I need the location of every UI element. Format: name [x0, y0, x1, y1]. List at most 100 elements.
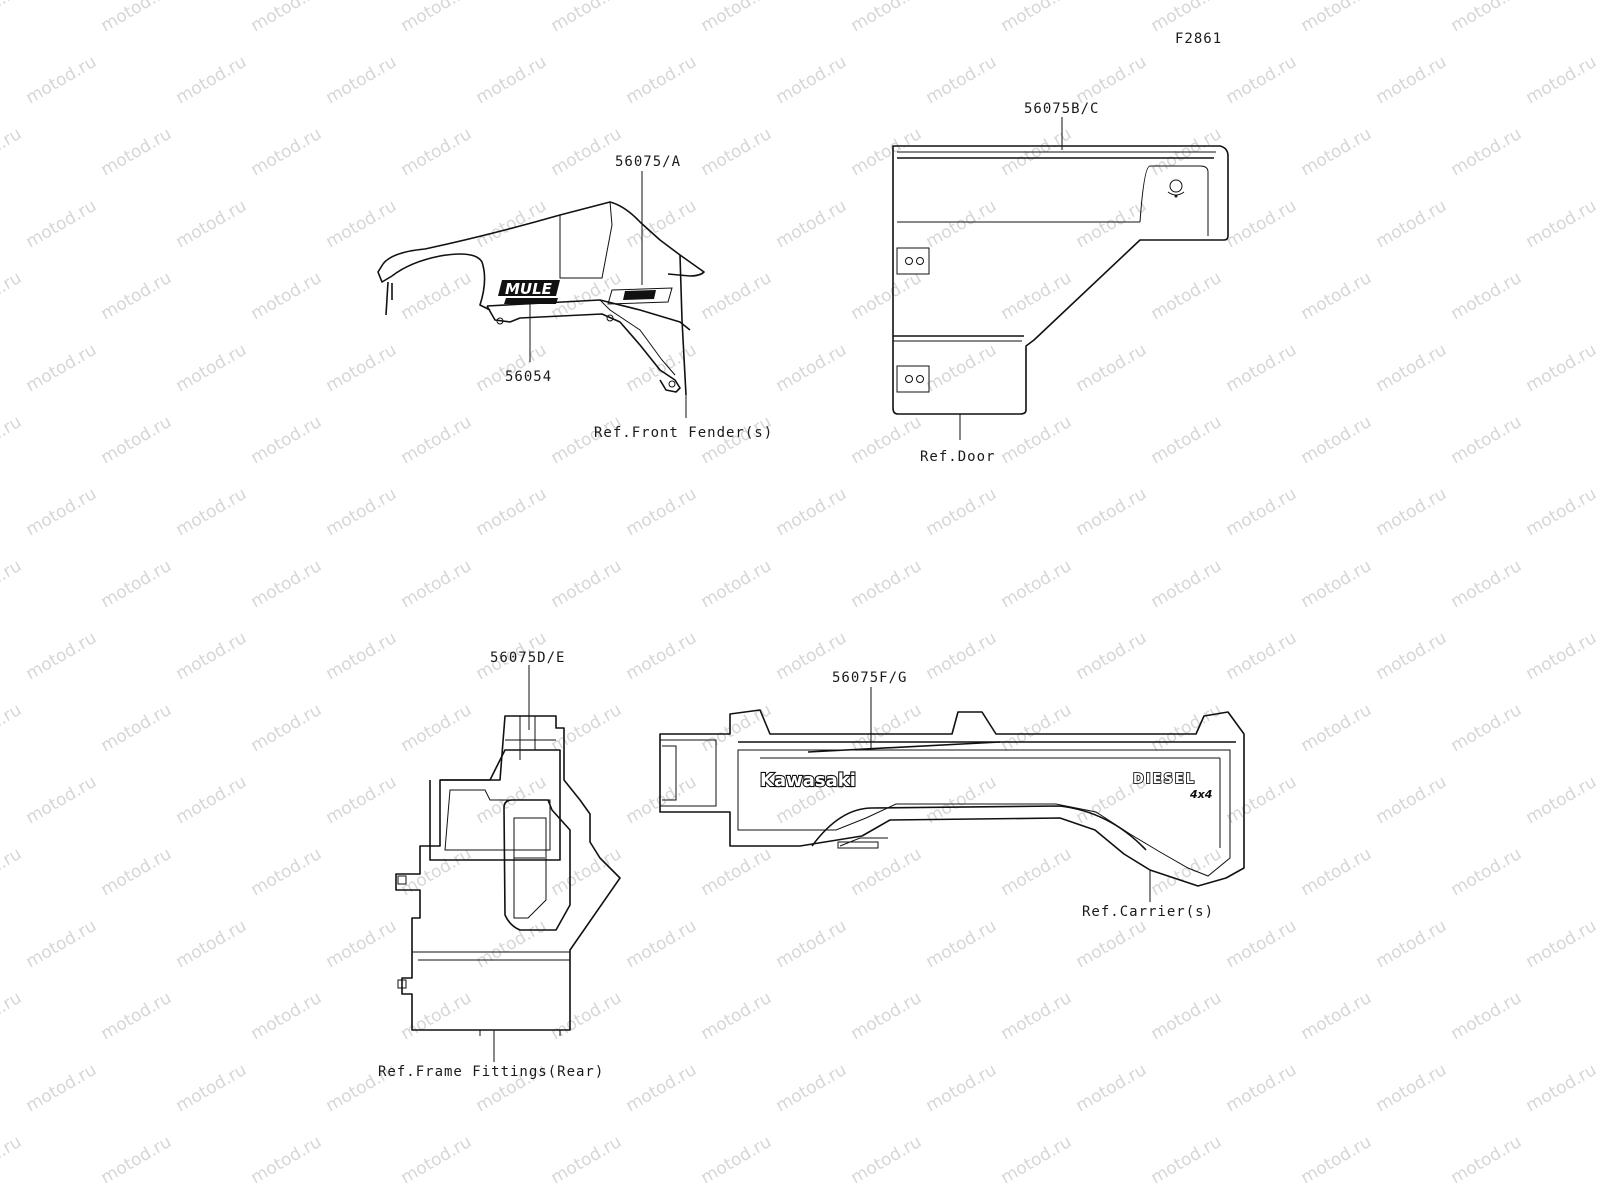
- mule-emblem: MULE: [498, 280, 560, 304]
- watermark-text: motod.ru: [173, 484, 251, 540]
- watermark-text: motod.ru: [173, 52, 251, 108]
- watermark-text: motod.ru: [473, 52, 551, 108]
- watermark-text: motod.ru: [1373, 484, 1451, 540]
- watermark-text: motod.ru: [0, 124, 25, 180]
- watermark-text: motod.ru: [1073, 1060, 1151, 1116]
- watermark-text: motod.ru: [248, 1132, 326, 1188]
- watermark-text: motod.ru: [1073, 916, 1151, 972]
- watermark-text: motod.ru: [1298, 556, 1376, 612]
- watermark-text: motod.ru: [998, 556, 1076, 612]
- watermark-text: motod.ru: [173, 772, 251, 828]
- watermark-text: motod.ru: [848, 1132, 926, 1188]
- watermark-text: motod.ru: [1298, 700, 1376, 756]
- watermark-text: motod.ru: [323, 484, 401, 540]
- watermark-text: motod.ru: [1373, 916, 1451, 972]
- watermark-text: motod.ru: [173, 1060, 251, 1116]
- watermark-text: motod.ru: [23, 52, 101, 108]
- four-by-four-emblem-text: 4x4: [1189, 788, 1212, 801]
- watermark-text: motod.ru: [1148, 556, 1226, 612]
- part-label-front-fender-decal[interactable]: 56075/A: [615, 154, 682, 170]
- ref-label-front-fender: Ref.Front Fender(s): [594, 425, 774, 441]
- front-fender-badge: [607, 287, 673, 305]
- watermark-text: motod.ru: [623, 772, 701, 828]
- watermark-text: motod.ru: [698, 1132, 776, 1188]
- watermark-text: motod.ru: [1598, 0, 1600, 36]
- watermark-text: motod.ru: [398, 1132, 476, 1188]
- watermark-text: motod.ru: [1523, 628, 1600, 684]
- watermark-text: motod.ru: [998, 844, 1076, 900]
- part-label-door-decal[interactable]: 56075B/C: [1024, 101, 1100, 117]
- watermark-text: motod.ru: [1523, 772, 1600, 828]
- watermark-text: motod.ru: [923, 628, 1001, 684]
- watermark-text: motod.ru: [248, 700, 326, 756]
- carrier-drawing: Kawasaki DIESEL 4x4: [659, 687, 1245, 902]
- watermark-text: motod.ru: [98, 412, 176, 468]
- watermark-text: motod.ru: [698, 700, 776, 756]
- watermark-text: motod.ru: [248, 988, 326, 1044]
- watermark-text: motod.ru: [1148, 988, 1226, 1044]
- watermark-text: motod.ru: [548, 556, 626, 612]
- watermark-text: motod.ru: [23, 772, 101, 828]
- watermark-text: motod.ru: [1148, 700, 1226, 756]
- watermark-text: motod.ru: [548, 124, 626, 180]
- watermark-text: motod.ru: [98, 556, 176, 612]
- watermark-text: motod.ru: [98, 1132, 176, 1188]
- watermark-text: motod.ru: [1073, 628, 1151, 684]
- watermark-text: motod.ru: [98, 268, 176, 324]
- watermark-text: motod.ru: [323, 628, 401, 684]
- watermark-text: motod.ru: [1373, 628, 1451, 684]
- watermark-text: motod.ru: [623, 340, 701, 396]
- part-label-mule-emblem[interactable]: 56054: [505, 369, 553, 385]
- watermark-text: motod.ru: [773, 340, 851, 396]
- watermark-text: motod.ru: [23, 196, 101, 252]
- watermark-text: motod.ru: [1223, 52, 1301, 108]
- watermark-text: motod.ru: [998, 412, 1076, 468]
- watermark-text: motod.ru: [1148, 268, 1226, 324]
- watermark-text: motod.ru: [923, 196, 1001, 252]
- watermark-text: motod.ru: [1073, 484, 1151, 540]
- frame-fittings-drawing: [395, 665, 621, 1062]
- watermark-text: motod.ru: [848, 988, 926, 1044]
- watermark-text: motod.ru: [1448, 412, 1526, 468]
- watermark-text: motod.ru: [1148, 412, 1226, 468]
- watermark-text: motod.ru: [773, 916, 851, 972]
- watermark-text: motod.ru: [323, 196, 401, 252]
- part-label-frame-fittings-decal[interactable]: 56075D/E: [490, 650, 566, 666]
- watermark-text: motod.ru: [1148, 1132, 1226, 1188]
- watermark-text: motod.ru: [1448, 556, 1526, 612]
- watermark-text: motod.ru: [1073, 196, 1151, 252]
- part-label-carrier-decal[interactable]: 56075F/G: [832, 670, 908, 686]
- watermark-text: motod.ru: [1073, 340, 1151, 396]
- watermark-text: motod.ru: [1523, 52, 1600, 108]
- watermark-text: motod.ru: [998, 1132, 1076, 1188]
- watermark-text: motod.ru: [0, 412, 25, 468]
- watermark-text: motod.ru: [623, 52, 701, 108]
- watermark-text: motod.ru: [1373, 772, 1451, 828]
- watermark-text: motod.ru: [0, 988, 25, 1044]
- watermark-text: motod.ru: [98, 700, 176, 756]
- watermark-text: motod.ru: [1448, 988, 1526, 1044]
- watermark-text: motod.ru: [173, 340, 251, 396]
- watermark-text: motod.ru: [623, 196, 701, 252]
- watermark-text: motod.ru: [998, 0, 1076, 36]
- watermark-text: motod.ru: [173, 196, 251, 252]
- watermark-text: motod.ru: [623, 916, 701, 972]
- ref-label-frame-fittings: Ref.Frame Fittings(Rear): [378, 1064, 605, 1080]
- watermark-text: motod.ru: [98, 0, 176, 36]
- watermark-text: motod.ru: [98, 844, 176, 900]
- watermark-text: motod.ru: [323, 916, 401, 972]
- watermark-text: motod.ru: [923, 52, 1001, 108]
- watermark-text: motod.ru: [1298, 124, 1376, 180]
- watermark-text: motod.ru: [623, 1060, 701, 1116]
- watermark-text: motod.ru: [0, 556, 25, 612]
- watermark-text: motod.ru: [848, 268, 926, 324]
- watermark-text: motod.ru: [848, 0, 926, 36]
- watermark-text: motod.ru: [323, 340, 401, 396]
- watermark-text: motod.ru: [848, 412, 926, 468]
- watermark-text: motod.ru: [698, 844, 776, 900]
- watermark-text: motod.ru: [1223, 772, 1301, 828]
- front-fender-drawing: MULE: [377, 171, 705, 418]
